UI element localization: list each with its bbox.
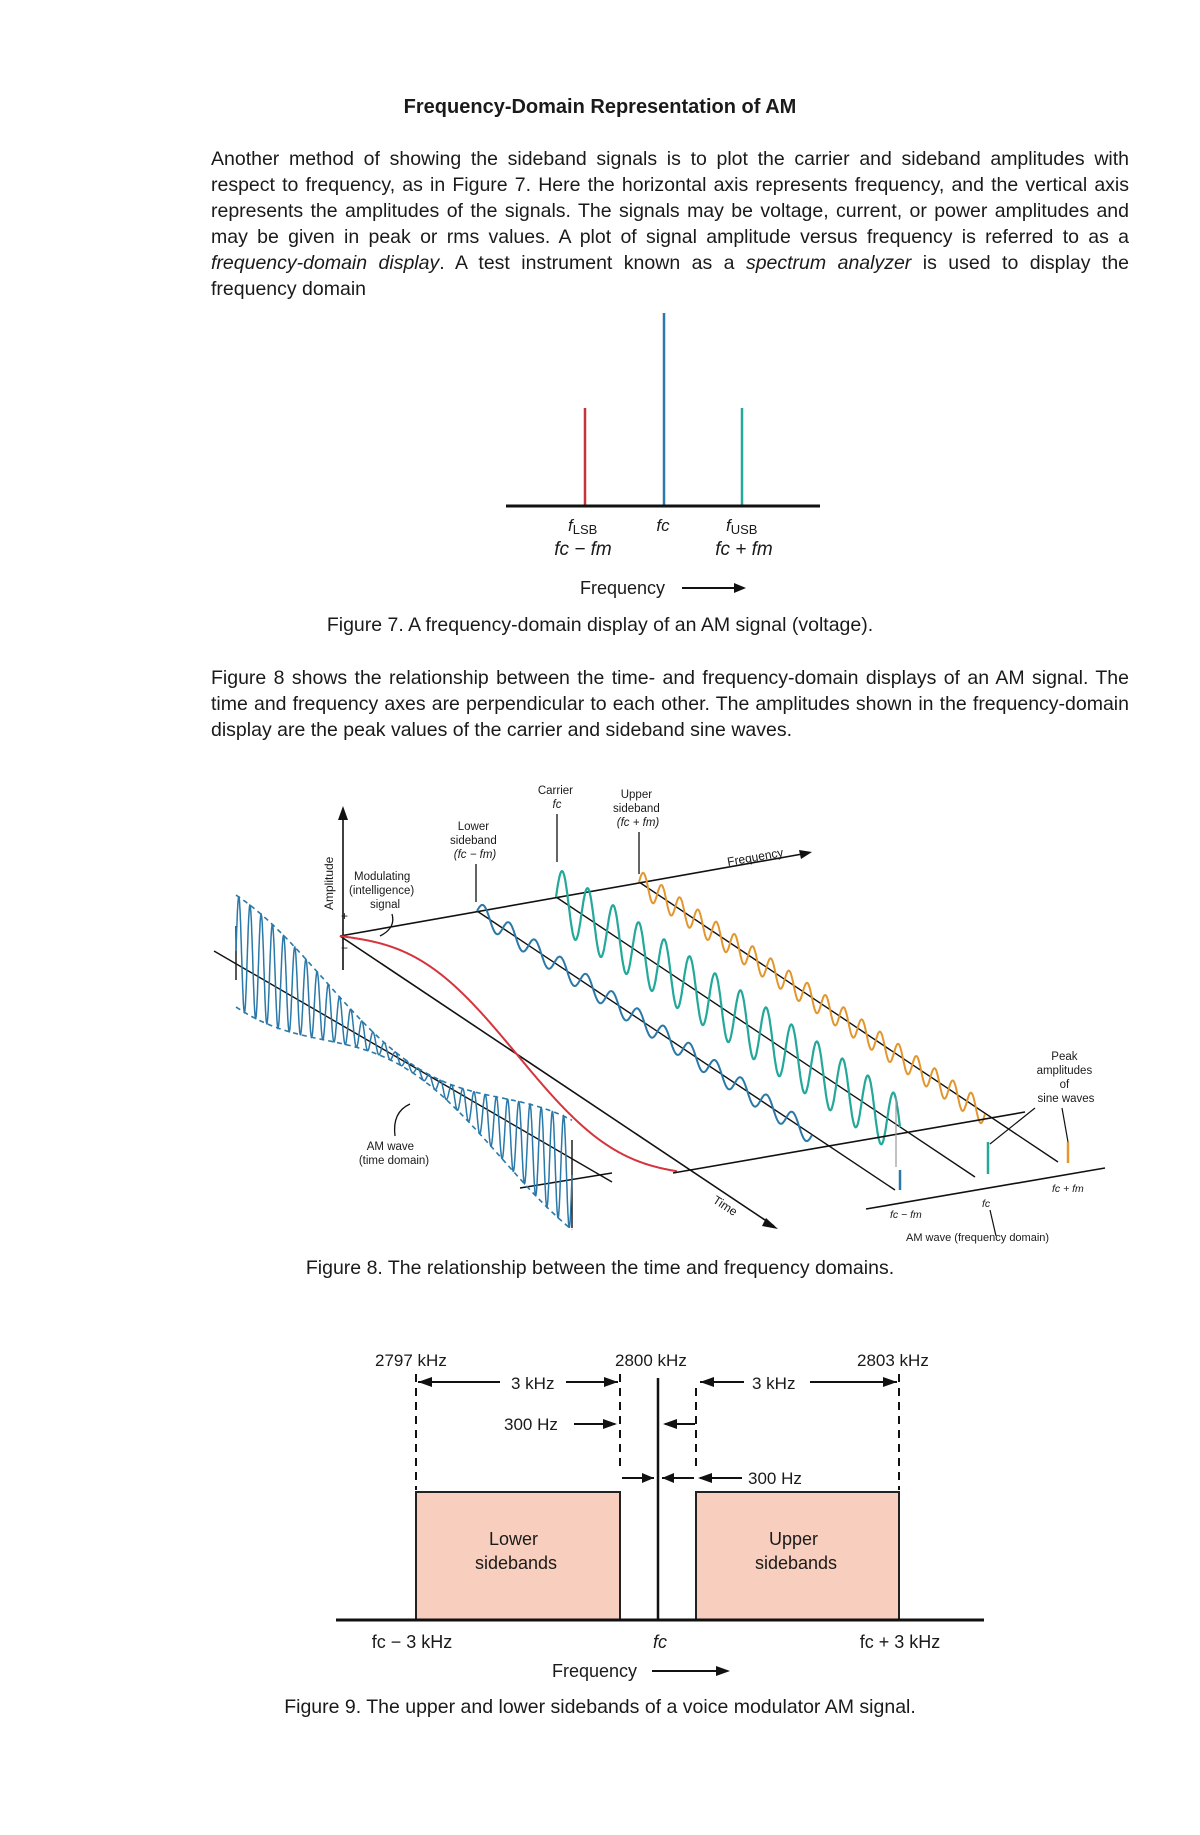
intro-text: Another method of showing the sideband s… — [211, 148, 1129, 248]
am-wave-carrier — [236, 897, 572, 1227]
plus-sign: + — [341, 909, 348, 923]
gap-left-arrowhead — [603, 1419, 617, 1429]
intro-text-middle: . A test instrument known as a — [439, 252, 746, 274]
am-wave-time-domain — [236, 895, 572, 1230]
term-frequency-domain-display: frequency-domain display — [211, 252, 439, 274]
axis-center-label: fc — [653, 1632, 667, 1652]
tick-lsb-label: fc − fm — [890, 1209, 922, 1221]
fig8-waves — [340, 871, 985, 1171]
frequency-axis-label: Frequency — [580, 578, 665, 598]
figure-9-caption: Figure 9. The upper and lower sidebands … — [0, 1696, 1200, 1719]
tick-usb-label: fc + fm — [1052, 1183, 1084, 1195]
gap-right-pointer-arrowhead — [698, 1473, 712, 1483]
am-upper-envelope — [236, 895, 572, 1120]
left-span-label: 3 kHz — [511, 1374, 554, 1393]
frequency-arrowhead-icon — [799, 850, 812, 859]
gap-right-label: 300 Hz — [748, 1469, 802, 1488]
time-axis-label: Time — [710, 1193, 740, 1219]
minus-sign: − — [341, 941, 348, 955]
left-span-arrowhead-right — [604, 1377, 618, 1387]
left-span-arrowhead-left — [418, 1377, 432, 1387]
frequency-arrowhead-icon — [734, 583, 746, 593]
carrier-wave — [556, 871, 900, 1144]
figure-9: 2797 kHz 2800 kHz 2803 kHz 3 kHz 3 kHz 3… — [0, 1340, 1200, 1670]
upper-sideband-wave — [639, 873, 985, 1123]
gap-left-label: 300 Hz — [504, 1415, 558, 1434]
usb-label: fUSB — [726, 516, 757, 537]
lsb-label: fLSB — [568, 516, 597, 537]
peak-pointer-2 — [1062, 1108, 1068, 1142]
page-title: Frequency-Domain Representation of AM — [0, 96, 1200, 119]
axis-right-label: fc + 3 kHz — [860, 1632, 941, 1652]
lower-sideband-label: Lower sideband (fc − fm) — [450, 821, 500, 861]
end-time-axis — [673, 1112, 1025, 1173]
right-frequency-label: 2803 kHz — [857, 1351, 929, 1370]
am-wave-pointer — [395, 1104, 410, 1136]
figure-9-arrowhead-icon — [716, 1666, 730, 1676]
figure-8-caption: Figure 8. The relationship between the t… — [0, 1257, 1200, 1280]
right-span-arrowhead-right — [883, 1377, 897, 1387]
carrier-label: fc — [656, 516, 670, 535]
figure-7: fLSB fc − fm fc fUSB fc + fm Frequency — [0, 300, 1200, 600]
am-wave-frequency-label: AM wave (frequency domain) — [906, 1232, 1049, 1244]
carrier-label: Carrier fc — [538, 785, 576, 811]
intro-paragraph: Another method of showing the sideband s… — [211, 146, 1129, 302]
gap-right-arrowhead — [663, 1419, 677, 1429]
left-frequency-label: 2797 kHz — [375, 1351, 447, 1370]
tick-carrier-label: fc — [982, 1198, 991, 1210]
peak-amplitudes-label: Peak amplitudes of sine waves — [1037, 1051, 1096, 1105]
usb-formula: fc + fm — [715, 539, 773, 560]
small-left-arrowhead — [642, 1473, 654, 1483]
figure-7-caption: Figure 7. A frequency-domain display of … — [0, 614, 1200, 637]
figure-9-axis-label: Frequency — [552, 1661, 637, 1681]
modulating-pointer — [380, 914, 393, 936]
right-span-arrowhead-left — [700, 1377, 714, 1387]
figure-8-paragraph: Figure 8 shows the relationship between … — [211, 665, 1129, 743]
axis-left-label: fc − 3 kHz — [372, 1632, 453, 1652]
small-right-arrowhead — [662, 1473, 674, 1483]
amplitude-label: Amplitude — [322, 856, 336, 910]
upper-sideband-label: Upper sideband (fc + fm) — [613, 789, 663, 829]
term-spectrum-analyzer: spectrum analyzer — [746, 252, 911, 274]
lsb-formula: fc − fm — [554, 539, 612, 560]
am-lower-envelope — [236, 1007, 572, 1230]
right-span-label: 3 kHz — [752, 1374, 795, 1393]
frequency-axis-label: Frequency — [726, 845, 784, 869]
figure-8: Amplitude + − Frequency Time Modulating … — [0, 770, 1200, 1250]
amplitude-arrowhead-icon — [338, 806, 348, 820]
center-frequency-label: 2800 kHz — [615, 1351, 687, 1370]
lsb-baseline — [477, 911, 895, 1190]
modulating-signal-label: Modulating (intelligence) signal — [349, 871, 417, 911]
am-wave-time-label: AM wave (time domain) — [359, 1141, 429, 1167]
